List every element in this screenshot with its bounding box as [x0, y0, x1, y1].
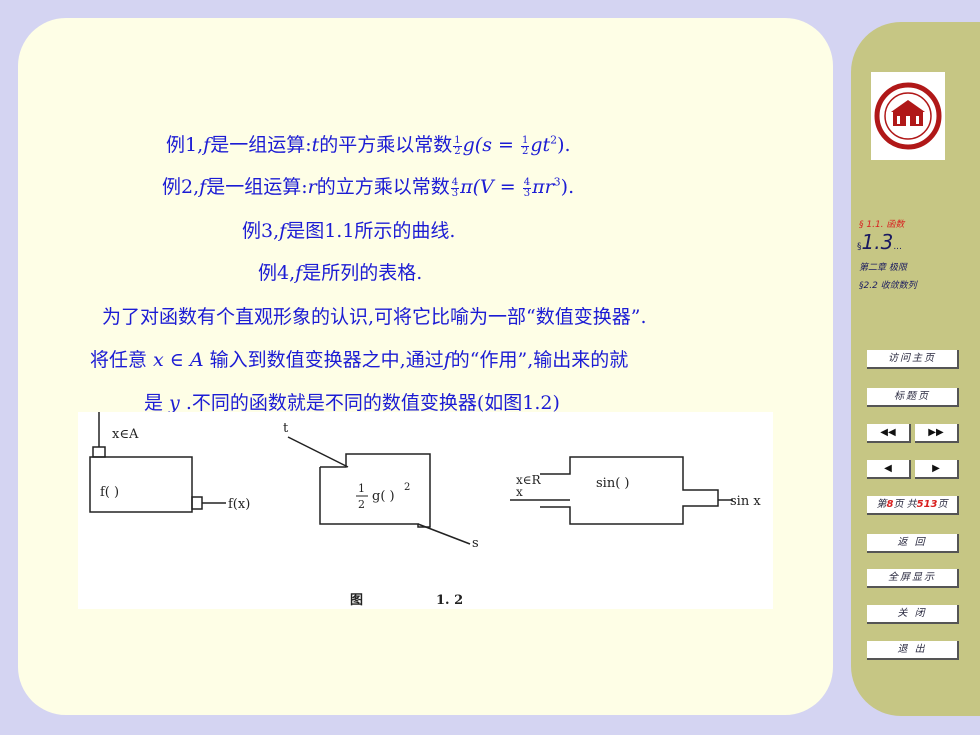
first-page-button[interactable]: ◀◀: [867, 424, 911, 443]
machine-2-output-label: s: [472, 536, 479, 551]
university-seal-icon: [874, 82, 942, 150]
previous-section-label: § 1.1. 函数: [859, 220, 905, 230]
machine-1-output-slot: [191, 496, 203, 510]
machine-2-input-line: [287, 436, 349, 468]
next-chapter-label: 第二章 极限: [859, 263, 907, 273]
last-page-button[interactable]: ▶▶: [915, 424, 959, 443]
machine-box-3: [540, 456, 719, 525]
machine-3-input-top-label: x∈R: [516, 473, 542, 487]
fullscreen-button[interactable]: 全屏显示: [867, 569, 959, 588]
close-button[interactable]: 关 闭: [867, 605, 959, 624]
machine-2-input-label: t: [283, 421, 289, 436]
machine-1-input-slot: [92, 446, 106, 458]
machine-2-sup: 2: [404, 482, 410, 493]
machine-2-frac-den: 2: [358, 498, 365, 511]
back-button[interactable]: 返 回: [867, 534, 959, 553]
machine-1-label: f( ): [100, 485, 119, 500]
jump-button-pair: ◀◀ ▶▶: [867, 424, 959, 443]
next-subsection-label: §2.2 收敛数列: [859, 281, 917, 291]
machine-3-input-label: x: [516, 485, 523, 499]
machine-3-output-label: sin x: [730, 494, 761, 509]
university-logo: [871, 72, 945, 160]
machine-box-1: [89, 456, 193, 513]
paragraph-1: 为了对函数有个直观形象的认识,可将它比喻为一部“数值变换器”.: [102, 306, 647, 328]
paragraph-3: 是 y .不同的函数就是不同的数值变换器(如图1.2): [144, 392, 560, 414]
step-button-pair: ◀ ▶: [867, 460, 959, 479]
next-page-button[interactable]: ▶: [915, 460, 959, 479]
figure-caption-label: 图: [350, 593, 363, 608]
machine-2-frac-num: 1: [358, 482, 365, 495]
machine-1-output-label: f(x): [228, 497, 250, 512]
machine-3-label: sin( ): [596, 476, 629, 491]
navigation-sidebar: § 1.1. 函数 §1.3... 第二章 极限 §2.2 收敛数列 访问主页 …: [851, 22, 980, 716]
machine-2-output-line: [417, 523, 471, 545]
title-page-button[interactable]: 标题页: [867, 388, 959, 407]
machine-1-input-label: x∈A: [112, 427, 139, 442]
machine-2-label: g( ): [372, 489, 395, 504]
figure-1-2: x∈A f( ) f(x) t 1 2 g( ) 2 s x∈R x sin( …: [78, 412, 773, 609]
figure-caption-number: 1. 2: [436, 593, 463, 608]
page-indicator: 第8页 共513页: [867, 496, 959, 515]
machine-box-2: [319, 453, 431, 528]
home-page-button[interactable]: 访问主页: [867, 350, 959, 369]
paragraph-2: 将任意 x ∈ A 输入到数值变换器之中,通过f的“作用”,输出来的就: [90, 349, 629, 371]
current-section: §1.3...: [857, 230, 902, 254]
exit-button[interactable]: 退 出: [867, 641, 959, 660]
example-3: 例3,f是图1.1所示的曲线.: [242, 220, 456, 242]
previous-page-button[interactable]: ◀: [867, 460, 911, 479]
function-machines-diagram: x∈A f( ) f(x) t 1 2 g( ) 2 s x∈R x sin( …: [89, 412, 761, 608]
example-4: 例4,f是所列的表格.: [258, 262, 423, 284]
